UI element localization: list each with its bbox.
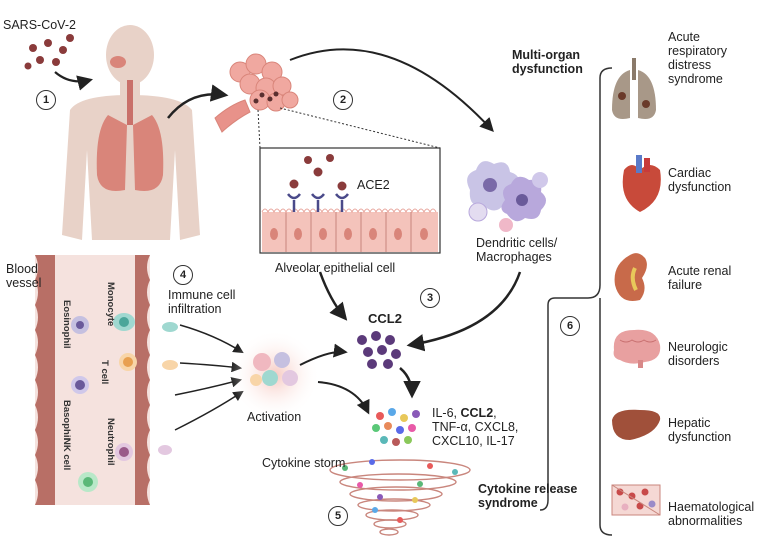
cytokines-line2: TNF-α, CXCL8, xyxy=(432,420,519,434)
ace2-label: ACE2 xyxy=(357,178,390,192)
activation-label: Activation xyxy=(247,410,302,424)
step-4-badge: 4 xyxy=(173,265,193,285)
epithelial-cells xyxy=(261,208,438,252)
activated-cells xyxy=(250,352,298,386)
lungs-icon xyxy=(612,58,656,119)
brain-icon xyxy=(613,329,661,368)
ccl2-molecules xyxy=(357,331,401,369)
multi-organ-label-line1: Multi-organ xyxy=(512,48,581,62)
storm-particles xyxy=(342,459,458,523)
dendritic-cells xyxy=(467,161,548,232)
cytokine-storm-tornado xyxy=(329,459,471,536)
virus-on-alveoli xyxy=(253,91,279,104)
alveolar-epithelial-label: Alveolar epithelial cell xyxy=(275,261,396,275)
virus-particles xyxy=(24,34,74,70)
blood-cells-icon xyxy=(611,484,661,516)
migrating-monocyte xyxy=(162,322,178,332)
cytokines-line3: CXCL10, IL-17 xyxy=(432,434,515,448)
immune-infiltration-line2: infiltration xyxy=(168,302,222,316)
virus-at-receptor xyxy=(289,154,347,191)
cytokines-line1: IL-6, CCL2, xyxy=(432,406,497,420)
arrow-activation-to-ccl2 xyxy=(299,343,348,366)
arrow-activation-to-cytokines xyxy=(317,381,370,415)
cytokine-molecules xyxy=(372,408,420,446)
cytokine-storm-label: Cytokine storm xyxy=(262,456,346,470)
inhalation-arrow xyxy=(54,71,93,91)
arrow-to-dendritic xyxy=(289,48,494,133)
dendritic-label-line1: Dendritic cells/ xyxy=(476,236,558,250)
blood-vessel-label-line2: vessel xyxy=(6,276,42,290)
migrating-neutrophil xyxy=(158,445,172,455)
ace2-receptors xyxy=(287,193,349,212)
immune-cell-label-basophil: Basophil xyxy=(61,400,72,441)
ccl2-label: CCL2 xyxy=(368,311,402,326)
arrow-dendritic-to-ccl2 xyxy=(406,271,522,352)
step-5-badge: 5 xyxy=(328,506,348,526)
step-2-badge: 2 xyxy=(333,90,353,110)
step-3-badge: 3 xyxy=(420,288,440,308)
heart-icon xyxy=(622,155,661,212)
blood-vessel-label-line1: Blood xyxy=(6,262,38,276)
immune-cell-label-tcell: T cell xyxy=(99,360,110,385)
liver-icon xyxy=(612,409,661,440)
arrow-epithelium-to-ccl2 xyxy=(318,271,348,321)
blood-vessel xyxy=(35,255,150,505)
dendritic-label-line2: Macrophages xyxy=(476,250,552,264)
human-body xyxy=(62,25,200,240)
organ-bracket-lower xyxy=(599,297,613,536)
migrating-tcell xyxy=(162,360,178,370)
crs-label-line2: syndrome xyxy=(478,496,538,510)
immune-cell-label-monocyte: Monocyte xyxy=(105,282,116,327)
multi-organ-label-line2: dysfunction xyxy=(512,62,583,76)
alveoli-cluster xyxy=(214,53,299,133)
step-1-badge: 1 xyxy=(36,90,56,110)
arrow-ccl2-to-cytokines xyxy=(399,367,421,399)
arrow-to-alveoli xyxy=(167,84,229,119)
immune-cells-graphics xyxy=(71,313,137,492)
immune-cell-label-nk: NK cell xyxy=(61,438,72,471)
virus-label: SARS-CoV-2 xyxy=(3,18,76,32)
crs-label-line1: Cytokine release xyxy=(478,482,578,496)
kidney-icon xyxy=(614,253,647,301)
immune-infiltration-line1: Immune cell xyxy=(168,288,236,302)
step-6-badge: 6 xyxy=(560,316,580,336)
immune-cell-label-eosinophil: Eosinophil xyxy=(61,300,72,349)
crs-bracket xyxy=(539,284,601,511)
immune-cell-label-neutrophil: Neutrophil xyxy=(105,418,116,466)
